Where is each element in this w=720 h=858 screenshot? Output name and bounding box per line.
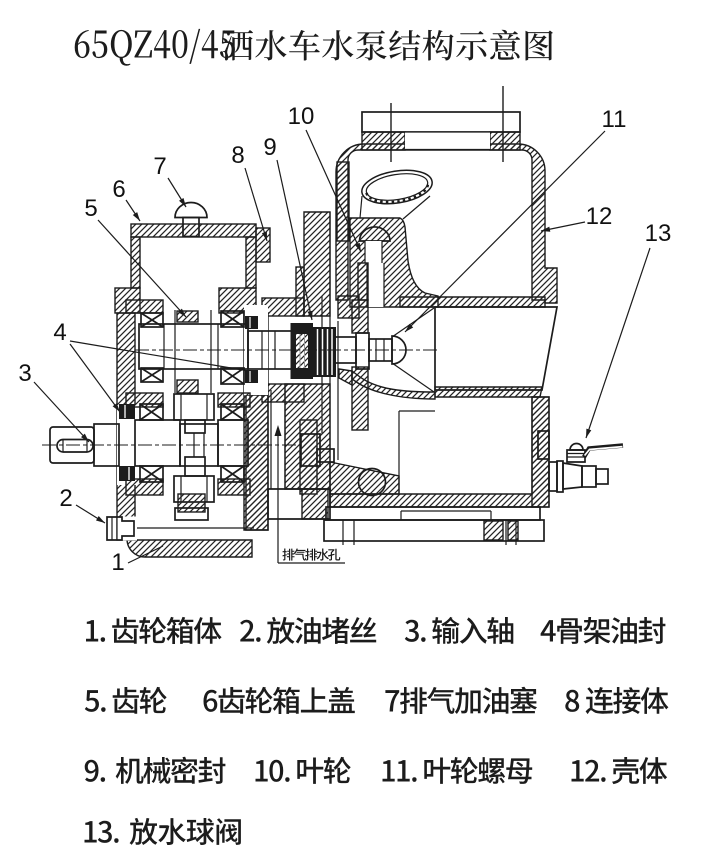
svg-text:2: 2 [59, 485, 72, 512]
svg-text:11: 11 [602, 106, 627, 133]
svg-text:7: 7 [153, 153, 166, 180]
svg-text:5: 5 [84, 195, 97, 222]
svg-text:6: 6 [112, 176, 125, 203]
svg-text:4: 4 [53, 319, 66, 346]
svg-text:1: 1 [111, 549, 124, 576]
svg-text:8: 8 [231, 142, 244, 169]
svg-text:13: 13 [645, 220, 672, 247]
svg-text:9: 9 [263, 134, 276, 161]
svg-text:3: 3 [18, 360, 31, 387]
svg-text:12: 12 [586, 203, 613, 230]
svg-text:10: 10 [288, 103, 315, 130]
